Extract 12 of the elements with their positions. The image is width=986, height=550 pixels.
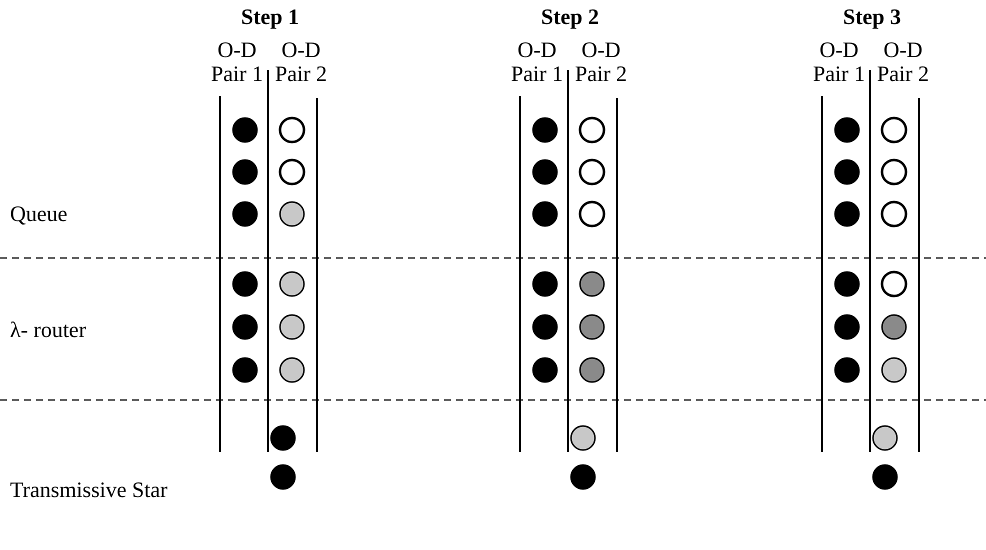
row-label: Transmissive Star [10,478,168,502]
column-heading: O-D Pair 2 [274,38,328,86]
column-heading: O-D Pair 1 [210,38,264,86]
step-heading: Step 3 [842,5,902,29]
column-heading: O-D Pair 1 [510,38,564,86]
row-label: λ- router [10,318,86,342]
column-heading: O-D Pair 1 [812,38,866,86]
column-heading: O-D Pair 2 [876,38,930,86]
column-heading: O-D Pair 2 [574,38,628,86]
row-label: Queue [10,202,68,226]
step-heading: Step 2 [540,5,600,29]
step-heading: Step 1 [240,5,300,29]
